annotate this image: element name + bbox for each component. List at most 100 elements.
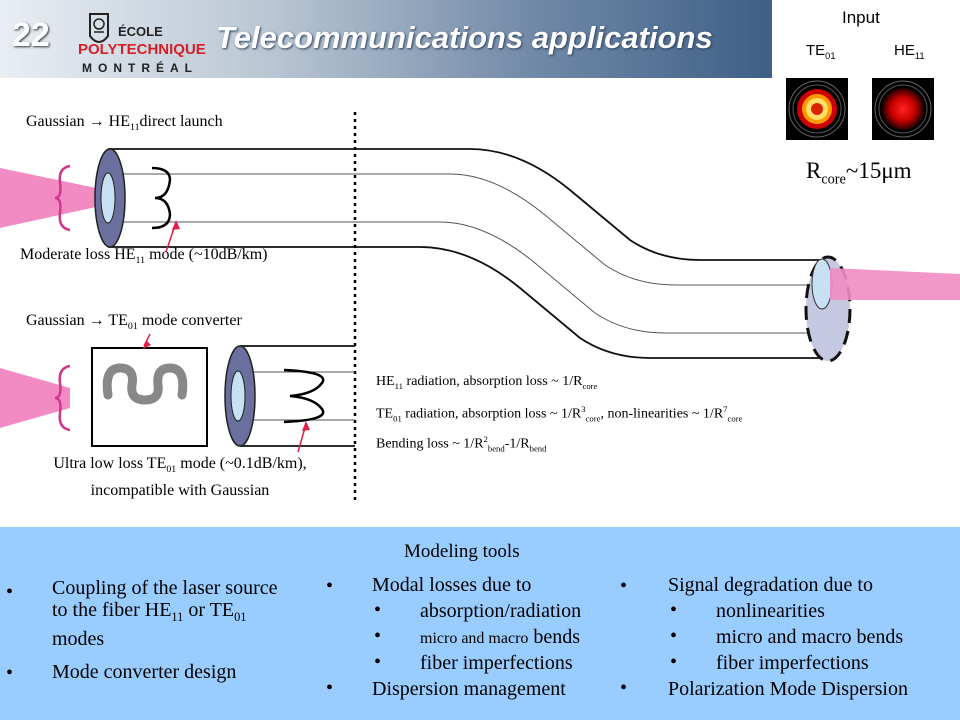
short-fiber-core	[230, 370, 246, 422]
moderate-loss-pre: Moderate loss HE	[20, 246, 136, 263]
mode-converter-label: Gaussian → TE01 mode converter	[26, 312, 242, 332]
bend-loss-a: Bending loss ~ 1/R	[376, 436, 484, 452]
col3-bullet-1: •	[620, 575, 628, 597]
coupling-sub2: 01	[234, 610, 247, 624]
ultra-low-loss-label: Ultra low loss TE01 mode (~0.1dB/km), inc…	[10, 453, 350, 501]
te01-loss-note: TE01 radiation, absorption loss ~ 1/R3co…	[376, 404, 742, 423]
rcore-value: ~15μm	[845, 158, 912, 183]
bend-loss-a-sup: 2	[483, 434, 488, 444]
col2-sub-imperfections: fiber imperfections	[420, 652, 573, 674]
output-beam	[830, 268, 960, 300]
he11-loss-note: HE11 radiation, absorption loss ~ 1/Rcor…	[376, 374, 597, 391]
modeling-tools-heading: Modeling tools	[404, 541, 520, 562]
col2-sub-bullet-1: •	[374, 599, 382, 621]
col2-sub-bullet-2: •	[374, 625, 382, 647]
col2-bullet-2: •	[326, 677, 334, 699]
coupling-sub1: 11	[171, 610, 184, 624]
bottom-gaussian-profile	[54, 364, 71, 432]
crest-icon	[89, 13, 109, 43]
fiber-outer-top	[108, 148, 828, 261]
direct-launch-sub: 11	[129, 122, 140, 134]
coupling-line3: modes	[52, 628, 105, 650]
col3-sub-bullet-1: •	[670, 599, 678, 621]
title-banner	[0, 0, 772, 78]
direct-launch-post: direct launch	[139, 113, 223, 130]
col3-item-signal-degradation: Signal degradation due to	[668, 574, 873, 596]
ultra-low-pre: Ultra low loss TE	[53, 455, 167, 472]
coupling-mid: or TE	[183, 599, 235, 621]
he-loss-a-sub: 11	[394, 380, 404, 391]
slide-number: 22	[12, 16, 50, 54]
direct-launch-pre: Gaussian → HE	[26, 113, 130, 130]
moderate-loss-label: Moderate loss HE11 mode (~10dB/km)	[20, 246, 268, 266]
he11-profile-curve	[151, 166, 172, 230]
ultra-low-sub: 01	[166, 464, 177, 476]
page-title: Telecommunications applications	[216, 20, 713, 55]
moderate-loss-post: mode (~10dB/km)	[145, 246, 268, 263]
logo-line-2: POLYTECHNIQUE	[78, 41, 206, 58]
col2-bends-small: micro and macro	[420, 630, 529, 647]
col1-item-coupling: Coupling of the laser source to the fibe…	[52, 577, 278, 650]
bending-loss-note: Bending loss ~ 1/R2bend-1/Rbend	[376, 434, 546, 453]
col3-sub-nonlinearities: nonlinearities	[716, 600, 825, 622]
coupling-line1: Coupling of the laser source	[52, 577, 278, 599]
rcore-label: Rcore~15μm	[806, 158, 912, 189]
te-loss-c-sub: core	[727, 413, 743, 424]
col2-bends-rest: bends	[528, 626, 581, 648]
rcore-sub: core	[821, 171, 846, 188]
he11-label-main: HE	[894, 42, 915, 59]
logo-line-3: MONTRÉAL	[82, 60, 198, 75]
converter-waveguide	[102, 363, 188, 405]
ultra-low-post: mode (~0.1dB/km),	[176, 455, 307, 472]
input-title: Input	[842, 8, 880, 27]
coupling-line2: to the fiber HE	[52, 599, 172, 621]
col2-sub-bends: micro and macro bends	[420, 625, 580, 651]
rcore-main: R	[806, 158, 822, 183]
direct-launch-label: Gaussian → HE11direct launch	[26, 113, 223, 133]
moderate-loss-sub: 11	[135, 255, 146, 267]
converter-label-pre: Gaussian → TE	[26, 312, 128, 329]
converter-label-post: mode converter	[137, 312, 242, 329]
modeling-tools-panel: Modeling tools • Coupling of the laser s…	[0, 527, 960, 720]
logo-line-1: ÉCOLE	[118, 24, 163, 39]
col2-sub-absorption: absorption/radiation	[420, 600, 582, 622]
bend-loss-b-sub: bend	[529, 443, 547, 454]
te-loss-c-sup: 7	[723, 404, 728, 414]
te01-label-sub: 01	[825, 51, 836, 61]
col3-sub-bullet-3: •	[670, 651, 678, 673]
he-loss-a: HE	[376, 374, 395, 389]
te01-profile-curve	[283, 368, 325, 424]
fiber-diagram	[0, 112, 960, 500]
te-loss-a-sub: 01	[393, 413, 402, 424]
fiber-outer-bottom	[108, 246, 828, 359]
te-loss-b-sub: core	[585, 413, 601, 424]
ultra-low-line2: incompatible with Gaussian	[90, 482, 270, 500]
col2-item-dispersion: Dispersion management	[372, 678, 566, 700]
col3-sub-bullet-2: •	[670, 625, 678, 647]
col3-sub-imperfections: fiber imperfections	[716, 652, 869, 674]
col3-sub-bends: micro and macro bends	[716, 626, 904, 648]
te01-label-main: TE	[806, 42, 826, 59]
col1-bullet-1: •	[6, 581, 14, 603]
col1-bullet-2: •	[6, 662, 14, 684]
bend-loss-a-sub: bend	[487, 443, 505, 454]
col2-sub-bullet-3: •	[374, 651, 382, 673]
he11-mode-profile	[872, 78, 934, 140]
top-laser-beam	[0, 168, 96, 228]
he11-label-sub: 11	[914, 51, 925, 61]
converter-label-sub: 01	[127, 321, 138, 333]
te01-mode-profile	[786, 78, 848, 140]
col2-item-modal-losses: Modal losses due to	[372, 574, 532, 596]
top-gaussian-profile	[54, 164, 71, 232]
te-loss-a: TE	[376, 406, 394, 422]
school-logo: ÉCOLE POLYTECHNIQUE MONTRÉAL	[78, 13, 206, 75]
te-loss-b: radiation, absorption loss ~ 1/R	[401, 406, 582, 422]
he-loss-b: radiation, absorption loss ~ 1/R	[403, 374, 583, 389]
col3-item-pmd: Polarization Mode Dispersion	[668, 678, 908, 700]
te-loss-b-sup: 3	[581, 404, 586, 414]
fiber-core-top	[108, 173, 828, 286]
bottom-laser-beam	[0, 368, 70, 428]
col1-item-converter-design: Mode converter design	[52, 661, 237, 683]
bend-loss-b: -1/R	[504, 436, 530, 452]
fiber-input-core	[100, 172, 116, 224]
